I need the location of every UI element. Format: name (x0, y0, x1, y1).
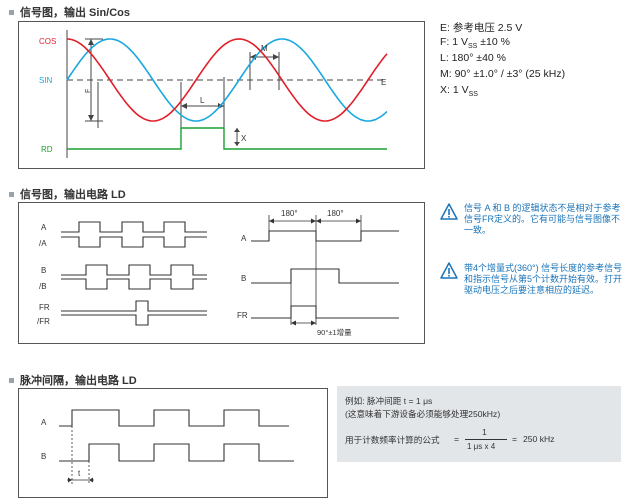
bullet-icon (9, 191, 14, 197)
warning-icon (440, 203, 458, 220)
signal-fr-detail (251, 305, 399, 319)
arrow-icon (311, 320, 316, 326)
label-fr-detail: FR (237, 311, 248, 320)
signal-b-inv (61, 278, 207, 290)
signal-fr-inv (61, 314, 207, 326)
label-a-inv: /A (39, 239, 47, 248)
label-a-detail: A (241, 234, 247, 243)
label-b-detail: B (241, 274, 246, 283)
example-line-2: (这意味着下游设备必须能够处理250kHz) (345, 409, 501, 419)
section-title-text: 脉冲间隔，输出电路 LD (20, 375, 137, 387)
label-b-inv: /B (39, 282, 47, 291)
signal-fr (61, 300, 207, 312)
label-fr-inv: /FR (37, 317, 50, 326)
spec-e-text: 参考电压 2.5 V (452, 22, 523, 34)
arrow-icon (234, 128, 240, 132)
section-title-pulse: 脉冲间隔，输出电路 LD (9, 372, 137, 388)
spec-f-prefix: F: 1 V (440, 36, 469, 48)
section-title-text: 信号图，输出电路 LD (20, 189, 126, 201)
arrow-icon (273, 54, 279, 60)
rd-signal (67, 127, 387, 150)
arrow-icon (68, 477, 72, 483)
sin-wave (66, 38, 388, 122)
signal-a-detail (251, 230, 399, 242)
pulse-label-t: t (78, 469, 81, 478)
label-l: L (200, 96, 205, 105)
pulse-diagram: A B t (41, 409, 294, 485)
ld-diagram: A /A B /B FR /FR A B FR 180° 180° 90°±1增… (37, 209, 399, 337)
spec-f-suffix: ±10 % (477, 36, 510, 48)
spec-x: X: 1 VSS (440, 84, 478, 98)
label-180-2: 180° (327, 209, 344, 218)
section-title-ld: 信号图，输出电路 LD (9, 186, 126, 202)
spec-m: M: 90° ±1.0° / ±3° (25 kHz) (440, 68, 566, 80)
arrow-icon (88, 115, 94, 121)
arrow-icon (89, 477, 93, 483)
pulse-signal-b (59, 443, 294, 462)
label-sin: SIN (39, 76, 53, 85)
arrow-icon (234, 142, 240, 146)
arrow-icon (181, 103, 187, 109)
sincos-diagram-frame: COS SIN RD F L M X E (18, 21, 425, 169)
spec-f: F: 1 VSS ±10 % (440, 36, 510, 50)
label-180-1: 180° (281, 209, 298, 218)
label-m: M (261, 44, 268, 53)
sincos-diagram: COS SIN RD F L M X E (39, 30, 388, 158)
note-reference-signal: 带4个增量式(360°) 信号长度的参考信号和指示信号从第5个计数开始有效。打开… (464, 263, 623, 295)
arrow-icon (88, 39, 94, 45)
spec-x-prefix: X: 1 V (440, 84, 469, 96)
label-cos: COS (39, 37, 56, 46)
ld-diagram-frame: A /A B /B FR /FR A B FR 180° 180° 90°±1增… (18, 202, 425, 344)
label-fr: FR (39, 303, 50, 312)
label-a: A (41, 223, 47, 232)
label-incr: 90°±1增量 (317, 327, 352, 337)
pulse-diagram-frame: A B t (18, 388, 328, 498)
bullet-icon (9, 377, 14, 383)
pulse-signal-a (59, 409, 289, 427)
arrow-icon (291, 320, 296, 326)
label-b: B (41, 266, 46, 275)
pulse-label-b: B (41, 452, 46, 461)
example-box: 例如: 脉冲间距 t = 1 μs (这意味着下游设备必须能够处理250kHz)… (337, 386, 621, 462)
signal-a-inv (61, 236, 207, 248)
formula-eq-2: = (512, 434, 518, 444)
warning-icon (440, 262, 458, 279)
label-f: F (85, 89, 92, 93)
cos-wave (66, 38, 388, 122)
formula-result: 250 kHz (523, 434, 555, 444)
section-title-sincos: 信号图，输出 Sin/Cos (9, 4, 130, 20)
label-x: X (241, 134, 247, 143)
formula-eq-1: = (454, 434, 460, 444)
spec-x-sub: SS (468, 91, 478, 99)
spec-l: L: 180° ±40 % (440, 52, 507, 64)
section-title-text: 信号图，输出 Sin/Cos (20, 7, 131, 19)
label-e: E (381, 78, 386, 87)
signal-a (61, 221, 207, 233)
formula-numerator: 1 (482, 427, 487, 437)
bullet-icon (9, 9, 14, 15)
signal-b (61, 264, 207, 276)
formula-label: 用于计数频率计算的公式 (345, 435, 440, 445)
spec-e-prefix: E: (440, 22, 453, 34)
arrow-icon (356, 218, 361, 224)
arrow-icon (316, 218, 321, 224)
formula-denominator: 1 μs x 4 (467, 442, 496, 451)
spec-e: E: 参考电压 2.5 V (440, 20, 522, 35)
arrow-icon (311, 218, 316, 224)
arrow-icon (269, 218, 274, 224)
pulse-label-a: A (41, 418, 47, 427)
fraction-bar (465, 439, 507, 440)
label-rd: RD (41, 145, 53, 154)
note-logic-state: 信号 A 和 B 的逻辑状态不是相对于参考信号FR定义的。它有可能与信号图像不一… (464, 203, 621, 235)
spec-f-sub: SS (468, 43, 478, 51)
signal-b-detail (251, 268, 399, 284)
example-line-1: 例如: 脉冲间距 t = 1 μs (345, 396, 433, 406)
